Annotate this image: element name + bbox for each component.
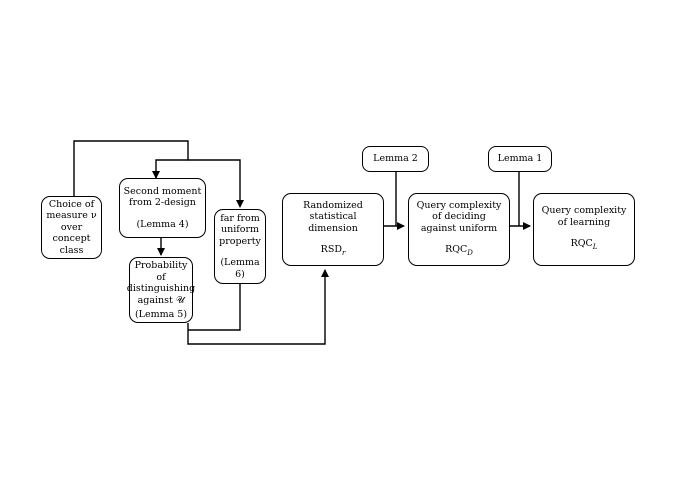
node-second-moment: Second moment from 2-design (Lemma 4) [119,178,206,238]
rsd-symbol: RSDr [321,244,346,259]
rqc-l-line-2: of learning [557,216,611,228]
edge-probability-to-rsd [187,269,329,345]
choice-line-4: class [59,244,84,256]
rqc-l-symbol: RQCL [571,238,598,253]
edge-choice-to-second-moment [73,140,189,196]
node-lemma-1: Lemma 1 [488,146,552,172]
choice-line-3: over concept [52,221,91,245]
lemma-1-label: Lemma 1 [497,153,543,165]
node-randomized-statistical-dimension: Randomized statistical dimension RSDr [282,193,384,266]
choice-line-1: Choice of [48,198,95,210]
choice-line-2: measure ν [46,210,97,222]
node-lemma-2: Lemma 2 [362,146,429,172]
rqc-l-symbol-sub: L [592,243,598,252]
far-uniform-line-1: far from [220,212,260,224]
probability-line-3: against 𝒰 [137,294,185,306]
lemma-2-label: Lemma 2 [373,153,418,165]
second-moment-line-2: from 2-design [129,197,196,209]
far-uniform-ref: (Lemma 6) [220,257,260,280]
far-uniform-line-2: uniform [220,224,260,236]
rqc-d-symbol: RQCD [445,244,473,259]
rsd-symbol-sub: r [341,248,346,257]
rsd-line-2: dimension [308,222,358,234]
second-moment-line-1: Second moment [123,185,202,197]
rqc-d-line-3: against uniform [420,222,498,234]
probability-line-1: Probability of [134,260,188,283]
rqc-d-line-1: Query complexity [416,199,502,211]
node-probability-distinguishing: Probability of distinguishing against 𝒰 … [126,257,196,323]
probability-line-2: distinguishing [126,283,196,294]
edge-choice-to-far-uniform [188,159,244,208]
rsd-symbol-main: RSD [320,244,342,256]
node-choice-of-measure: Choice of measure ν over concept class [41,196,102,259]
node-far-from-uniform: far from uniform property (Lemma 6) [214,209,266,284]
rqc-d-line-2: of deciding [432,211,486,223]
rqc-l-line-1: Query complexity [541,205,627,217]
rqc-d-symbol-sub: D [467,248,473,257]
node-query-complexity-deciding: Query complexity of deciding against uni… [408,193,510,266]
rqc-l-symbol-main: RQC [570,238,593,250]
rqc-d-symbol-main: RQC [445,244,468,256]
rsd-line-1: Randomized statistical [303,199,363,223]
probability-ref: (Lemma 5) [134,308,188,320]
second-moment-ref: (Lemma 4) [136,218,189,230]
far-uniform-line-3: property [219,235,261,247]
node-query-complexity-learning: Query complexity of learning RQCL [533,193,635,266]
edge-far-uniform-to-rsd [188,284,241,331]
